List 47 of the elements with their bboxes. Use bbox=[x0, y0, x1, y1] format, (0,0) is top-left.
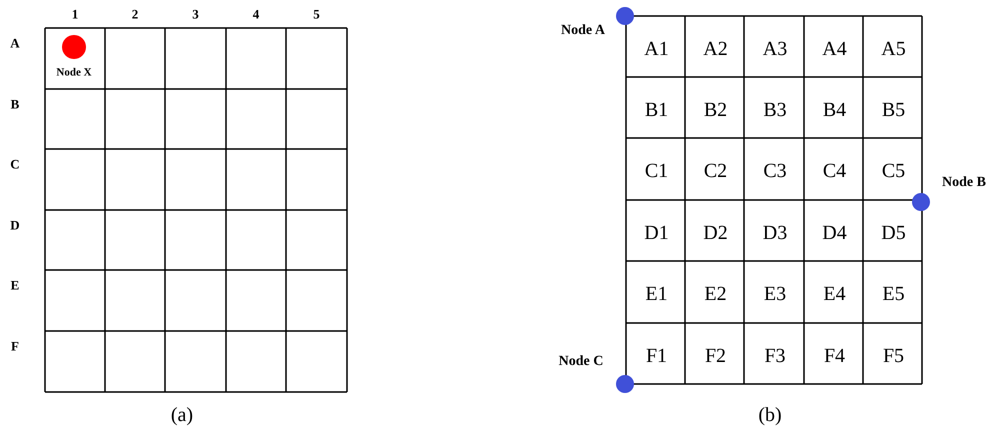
cell-label: A4 bbox=[822, 38, 847, 58]
row-label: C bbox=[10, 158, 20, 170]
cell-label: F3 bbox=[764, 346, 786, 366]
cell-label: B1 bbox=[644, 100, 668, 120]
cell-label: D3 bbox=[762, 222, 788, 242]
cell-label: E4 bbox=[823, 284, 846, 304]
cell-label: E2 bbox=[704, 284, 727, 304]
cell-label: B5 bbox=[882, 100, 906, 120]
cell-label: D4 bbox=[822, 222, 847, 242]
cell-label: B4 bbox=[822, 100, 846, 120]
cell-label: B2 bbox=[704, 100, 728, 120]
row-label: D bbox=[10, 218, 20, 232]
cell-label: F4 bbox=[824, 346, 846, 366]
cell-label: A1 bbox=[644, 38, 669, 58]
node-label: Node X bbox=[56, 68, 92, 78]
cell-label: E3 bbox=[764, 284, 786, 304]
row-label: A bbox=[10, 36, 20, 50]
cell-label: A3 bbox=[762, 38, 788, 58]
row-label: F bbox=[11, 340, 19, 352]
cell-label: F2 bbox=[704, 346, 726, 366]
row-label: E bbox=[10, 278, 20, 292]
panel-caption: (a) bbox=[170, 405, 194, 425]
cell-label: F5 bbox=[882, 346, 904, 366]
column-label: 2 bbox=[132, 8, 138, 20]
cell-label: C4 bbox=[822, 161, 846, 181]
column-label: 4 bbox=[252, 8, 260, 20]
cell-label: F1 bbox=[646, 346, 668, 366]
cell-label: C1 bbox=[644, 161, 668, 181]
cell-label: A5 bbox=[881, 38, 906, 58]
panel-caption: (b) bbox=[758, 405, 782, 425]
cell-label: B3 bbox=[763, 100, 787, 120]
cell-label: E1 bbox=[645, 284, 668, 304]
cell-label: D1 bbox=[644, 222, 669, 242]
column-label: 3 bbox=[192, 8, 199, 20]
cell-label: A2 bbox=[703, 38, 728, 58]
cell-label: C2 bbox=[704, 161, 728, 181]
node-label: Node A bbox=[561, 24, 605, 38]
cell-label: C5 bbox=[882, 161, 906, 181]
cell-label: D5 bbox=[881, 222, 906, 242]
column-label: 1 bbox=[72, 8, 78, 20]
cell-label: E5 bbox=[882, 284, 905, 304]
node-label: Node C bbox=[558, 355, 604, 369]
cell-label: D2 bbox=[703, 222, 728, 242]
row-label: B bbox=[10, 98, 20, 110]
column-label: 5 bbox=[313, 8, 320, 20]
node-label: Node B bbox=[942, 176, 986, 190]
cell-label: C3 bbox=[763, 161, 787, 181]
